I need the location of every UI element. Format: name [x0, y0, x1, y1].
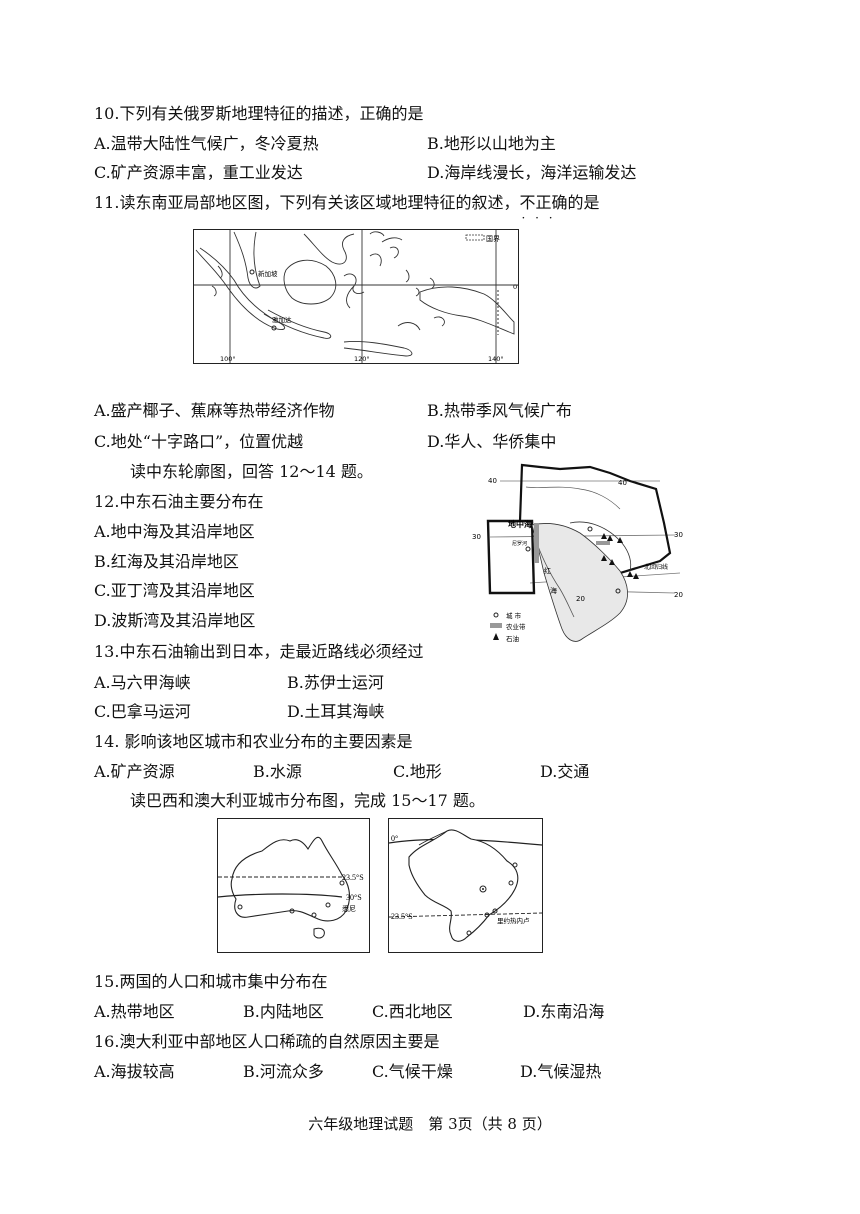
q12-option-d: D.波斯湾及其沿岸地区: [94, 611, 256, 630]
q13-option-c: C.巴拿马运河: [94, 702, 191, 721]
q12-stem: 12.中东石油主要分布在: [94, 492, 264, 511]
q16-stem: 16.澳大利亚中部地区人口稀疏的自然原因主要是: [94, 1032, 440, 1051]
me-map-sea: 海: [550, 586, 557, 595]
intro-12-14: 读中东轮廓图，回答 12～14 题。: [130, 462, 373, 481]
sea-map-city-singapore: 新加坡: [258, 269, 278, 278]
me-map-lat-40-left: 40: [488, 477, 497, 485]
q12-option-b: B.红海及其沿岸地区: [94, 552, 239, 571]
me-map-lat-30-right: 30: [674, 531, 683, 539]
me-map-lat-30-left: 30: [472, 533, 481, 541]
q13-option-a: A.马六甲海峡: [94, 673, 191, 692]
q16-option-a: A.海拔较高: [94, 1062, 175, 1081]
q10-option-c: C.矿产资源丰富，重工业发达: [94, 163, 303, 182]
q14-stem: 14. 影响该地区城市和农业分布的主要因素是: [94, 732, 413, 751]
q13-option-b: B.苏伊士运河: [287, 673, 384, 692]
me-map-lat-20-left: 20: [576, 595, 585, 603]
me-map-nile: 尼罗河: [512, 540, 527, 547]
q14-option-a: A.矿产资源: [94, 762, 175, 781]
sea-map-lon-100: 100°: [220, 355, 236, 363]
australia-map: 23.5°S 30°S 悉尼: [217, 818, 370, 953]
q15-stem: 15.两国的人口和城市集中分布在: [94, 972, 328, 991]
q13-stem: 13.中东石油输出到日本，走最近路线必须经过: [94, 642, 424, 661]
br-map-tropic: 23.5°S: [391, 912, 413, 921]
q15-option-d: D.东南沿海: [523, 1002, 605, 1021]
me-map-lat-20-right: 20: [674, 591, 683, 599]
q16-option-d: D.气候湿热: [520, 1062, 602, 1081]
q10-option-b: B.地形以山地为主: [427, 134, 556, 153]
br-map-equator: 0°: [391, 834, 398, 843]
sea-map-lon-140: 140°: [488, 355, 504, 363]
q14-option-c: C.地形: [393, 762, 442, 781]
q15-option-a: A.热带地区: [94, 1002, 175, 1021]
q11-stem: 11.读东南亚局部地区图，下列有关该区域地理特征的叙述，不正确的是: [94, 192, 599, 214]
q11-option-d: D.华人、华侨集中: [427, 432, 557, 451]
au-map-tropic: 23.5°S: [342, 873, 364, 882]
q11-option-a: A.盛产椰子、蕉麻等热带经济作物: [94, 401, 335, 420]
brazil-map: 0° 23.5°S 里约热内卢: [388, 818, 543, 953]
me-map-legend-farm: 农业带: [506, 622, 526, 631]
q11-option-b: B.热带季风气候广布: [427, 401, 572, 420]
q16-option-c: C.气候干燥: [372, 1062, 453, 1081]
q12-option-c: C.亚丁湾及其沿岸地区: [94, 581, 255, 600]
q13-option-d: D.土耳其海峡: [287, 702, 385, 721]
southeast-asia-map: 国界 新加坡 雅加达 0° 100° 120° 140°: [193, 229, 519, 364]
q16-option-b: B.河流众多: [243, 1062, 324, 1081]
sea-map-legend: 国界: [486, 235, 500, 243]
au-map-30s: 30°S: [346, 893, 362, 902]
me-map-lat-40-right: 40: [618, 479, 627, 487]
q14-option-b: B.水源: [253, 762, 302, 781]
q11-stem-pre: 11.读东南亚局部地区图，下列有关该区域地理特征的叙述，: [94, 193, 520, 212]
q10-option-d: D.海岸线漫长，海洋运输发达: [427, 163, 637, 182]
me-map-tropic: 北回归线: [644, 563, 668, 571]
q11-stem-post: 的是: [567, 193, 600, 212]
q15-option-b: B.内陆地区: [243, 1002, 324, 1021]
middle-east-map: 地中海 红 海 尼罗河 北回归线 40 40 30 30 20 20 城 市 农…: [470, 463, 690, 655]
me-map-legend-oil: 石油: [506, 634, 519, 643]
q14-option-d: D.交通: [540, 762, 590, 781]
page-footer: 六年级地理试题 第 3页（共 8 页）: [308, 1115, 552, 1133]
me-map-mediterranean: 地中海: [508, 519, 532, 529]
q15-option-c: C.西北地区: [372, 1002, 453, 1021]
q11-stem-emphasis: 不正确: [519, 193, 567, 212]
sea-map-lat-0: 0°: [513, 283, 518, 291]
q12-option-a: A.地中海及其沿岸地区: [94, 522, 255, 541]
intro-15-17: 读巴西和澳大利亚城市分布图，完成 15～17 题。: [130, 791, 485, 810]
br-map-rio: 里约热内卢: [497, 916, 530, 925]
sea-map-city-jakarta: 雅加达: [272, 315, 292, 324]
q10-option-a: A.温带大陆性气候广，冬冷夏热: [94, 134, 319, 153]
sea-map-lon-120: 120°: [354, 355, 370, 363]
me-map-legend-city: 城 市: [506, 611, 522, 620]
au-map-sydney: 悉尼: [342, 904, 356, 913]
me-map-red: 红: [544, 566, 551, 575]
q11-option-c: C.地处“十字路口”，位置优越: [94, 432, 304, 451]
q10-stem: 10.下列有关俄罗斯地理特征的描述，正确的是: [94, 104, 424, 123]
